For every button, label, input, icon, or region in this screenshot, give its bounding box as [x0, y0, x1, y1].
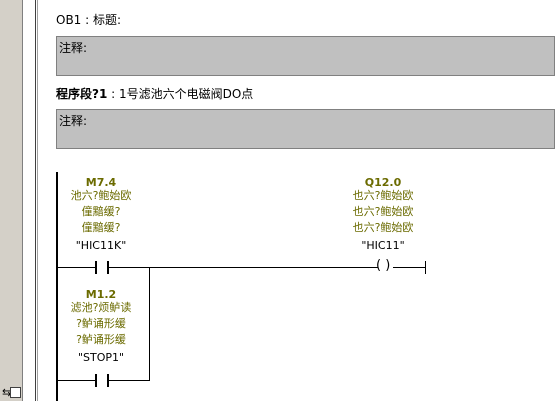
contact-comment-line: ?鲈诵形缓: [76, 317, 126, 330]
coil-symbol: "HIC11": [361, 239, 405, 252]
rung-wire: [109, 380, 150, 381]
network-number: 程序段?1: [56, 87, 108, 101]
coil-comment-line: 也六?鲍始欧: [352, 205, 414, 218]
contact-address: M1.2: [85, 288, 117, 301]
network-comment-label: 注释:: [59, 114, 88, 128]
no-contact-icon[interactable]: [95, 374, 97, 387]
block-comment-label: 注释:: [59, 41, 88, 55]
no-contact-icon-right[interactable]: [107, 261, 109, 274]
coil-address: Q12.0: [364, 176, 402, 189]
no-contact-icon-right[interactable]: [107, 374, 109, 387]
rung-wire: [393, 267, 426, 268]
coil-comment-line: 也六?鲍始欧: [352, 189, 414, 202]
coil-icon[interactable]: ( ): [376, 258, 391, 273]
gutter-divider: [35, 0, 36, 401]
rung-wire: [58, 267, 95, 268]
contact-comment-line: 池六?鲍始欧: [70, 189, 132, 202]
checkbox-icon[interactable]: [10, 387, 21, 398]
coil-comment-line: 也六?鲍始欧: [352, 221, 414, 234]
contact-symbol: "HIC11K": [75, 239, 127, 252]
branch-vertical: [149, 267, 150, 381]
rung-wire: [109, 267, 378, 268]
network-title-text[interactable]: 1号滤池六个电磁阀DO点: [118, 87, 254, 101]
no-contact-icon[interactable]: [95, 261, 97, 274]
rung-wire: [58, 380, 95, 381]
contact-comment-line: 僮黯缓?: [81, 221, 121, 234]
block-comment-field[interactable]: 注释:: [56, 36, 555, 76]
block-title: OB1 : 标题:: [56, 13, 122, 27]
contact-comment-line: 滤池?烦鲈读: [70, 301, 132, 314]
editor-gutter: [23, 0, 36, 401]
network-title-sep: :: [107, 87, 119, 101]
coil-end-tick: [425, 261, 426, 274]
contact-comment-line: ?鲈诵形缓: [76, 333, 126, 346]
resize-grip-icon[interactable]: ⇆: [2, 386, 12, 399]
gutter-divider-light: [37, 0, 38, 401]
left-panel: ⇆: [0, 0, 23, 401]
contact-comment-line: 僮黯缓?: [81, 205, 121, 218]
contact-symbol: "STOP1": [77, 351, 125, 364]
left-power-rail: [56, 172, 58, 401]
network-title: 程序段?1 : 1号滤池六个电磁阀DO点: [56, 85, 253, 102]
network-comment-field[interactable]: 注释:: [56, 109, 555, 149]
contact-address: M7.4: [85, 176, 117, 189]
